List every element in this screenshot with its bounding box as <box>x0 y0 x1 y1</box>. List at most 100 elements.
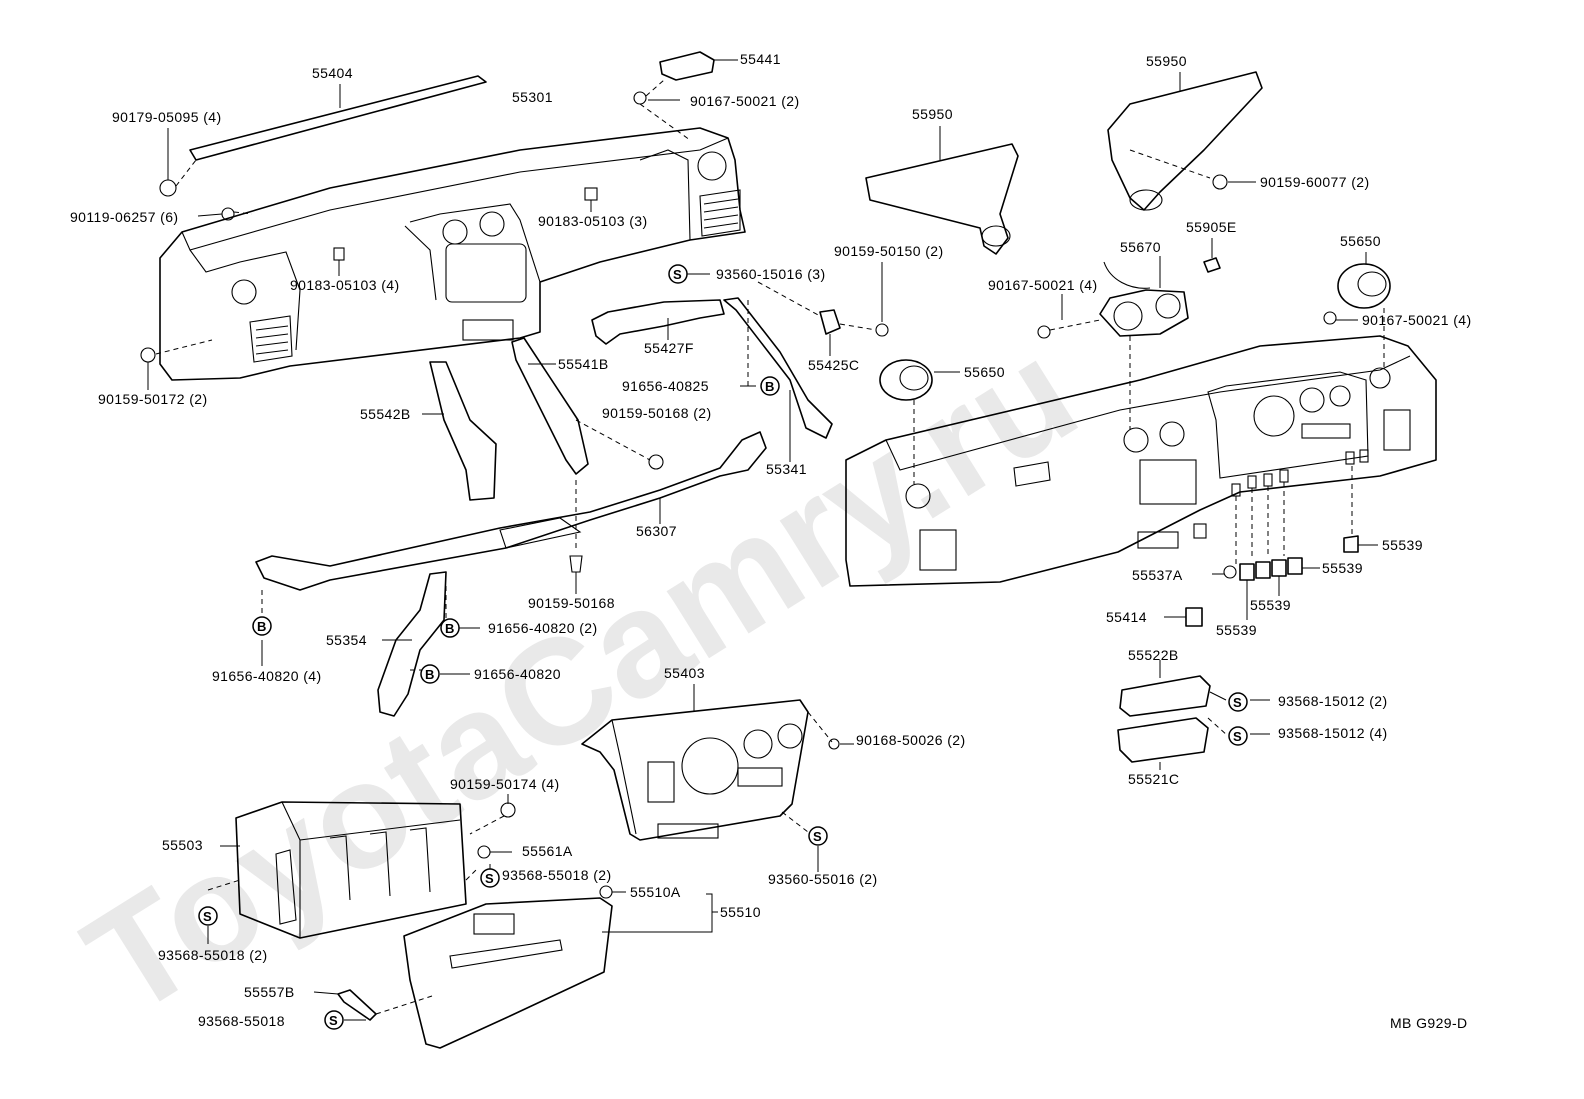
label-55301: 55301 <box>512 89 553 105</box>
label-93568-55018-2b: 93568-55018 (2) <box>158 947 268 963</box>
label-55539-b: 55539 <box>1322 560 1363 576</box>
label-93568-15012-2: 93568-15012 (2) <box>1278 693 1388 709</box>
label-90183-05103-3: 90183-05103 (3) <box>538 213 648 229</box>
label-55539-d: 55539 <box>1216 622 1257 638</box>
label-55541B: 55541B <box>558 356 609 372</box>
label-90179-05095: 90179-05095 (4) <box>112 109 222 125</box>
heater-control-55670 <box>1037 238 1221 430</box>
bracket-55341 <box>723 281 833 462</box>
label-90159-50168-2: 90159-50168 (2) <box>602 405 712 421</box>
diagram-code: MB G929-D <box>1390 1015 1468 1031</box>
top-strip-55404 <box>189 75 487 161</box>
brace-55354 <box>261 571 447 717</box>
svg-text:S: S <box>329 1013 338 1028</box>
svg-text:B: B <box>425 667 434 682</box>
badge-s-93568-15012-2: S <box>1228 692 1248 712</box>
svg-text:B: B <box>257 619 266 634</box>
label-91656-40820-2: 91656-40820 (2) <box>488 620 598 636</box>
label-93560-55016: 93560-55016 (2) <box>768 871 878 887</box>
label-55341: 55341 <box>766 461 807 477</box>
label-55537A: 55537A <box>1132 567 1183 583</box>
svg-text:S: S <box>203 909 212 924</box>
dashboard-panel-55301 <box>159 127 746 381</box>
label-55425C: 55425C <box>808 357 859 373</box>
vent-55650-left <box>879 359 960 484</box>
glove-door-55510 <box>313 885 718 1049</box>
label-90167-50021-4b: 90167-50021 (4) <box>1362 312 1472 328</box>
vent-duct-55950-left <box>865 126 1019 255</box>
svg-text:S: S <box>1233 695 1242 710</box>
vent-55650-right <box>1323 252 1391 370</box>
badge-b-91656-40820-4: B <box>252 616 272 636</box>
bracket-55541B <box>511 337 664 475</box>
svg-text:B: B <box>445 621 454 636</box>
label-55521C: 55521C <box>1128 771 1179 787</box>
label-56307: 56307 <box>636 523 677 539</box>
label-55670: 55670 <box>1120 239 1161 255</box>
label-90167-50021-4a: 90167-50021 (4) <box>988 277 1098 293</box>
badges: S B B B B S S S S S S <box>198 264 1248 1030</box>
label-55650-left: 55650 <box>964 364 1005 380</box>
bezels-55522B-55521C <box>1117 660 1229 770</box>
svg-text:S: S <box>673 267 682 282</box>
clip-55441 <box>633 51 738 141</box>
glove-box-55503 <box>207 794 516 944</box>
label-93560-15016: 93560-15016 (3) <box>716 266 826 282</box>
label-55557B: 55557B <box>244 984 295 1000</box>
svg-text:S: S <box>1233 729 1242 744</box>
bracket-55427F <box>591 299 725 345</box>
badge-b-91656-40820-2: B <box>440 618 460 638</box>
badge-s-93560-15016: S <box>668 264 688 284</box>
svg-text:S: S <box>813 829 822 844</box>
label-90159-50174: 90159-50174 (4) <box>450 776 560 792</box>
label-93568-55018-2a: 93568-55018 (2) <box>502 867 612 883</box>
label-55354: 55354 <box>326 632 367 648</box>
label-55539-a: 55539 <box>1382 537 1423 553</box>
label-90159-50168: 90159-50168 <box>528 595 615 611</box>
label-55950-left: 55950 <box>912 106 953 122</box>
label-90159-50172: 90159-50172 (2) <box>98 391 208 407</box>
label-55414: 55414 <box>1106 609 1147 625</box>
reinforcement-56307 <box>255 431 767 594</box>
svg-text:S: S <box>485 871 494 886</box>
label-55404: 55404 <box>312 65 353 81</box>
label-55403: 55403 <box>664 665 705 681</box>
label-91656-40820: 91656-40820 <box>474 666 561 682</box>
label-55510A: 55510A <box>630 884 681 900</box>
label-55510: 55510 <box>720 904 761 920</box>
label-90168-50026: 90168-50026 (2) <box>856 732 966 748</box>
label-55427F: 55427F <box>644 340 694 356</box>
label-55950-right: 55950 <box>1146 53 1187 69</box>
label-91656-40825: 91656-40825 <box>622 378 709 394</box>
label-91656-40820-4: 91656-40820 (4) <box>212 668 322 684</box>
label-55539-c: 55539 <box>1250 597 1291 613</box>
part-labels: 55404 55301 55441 90167-50021 (2) 90179-… <box>70 51 1472 1031</box>
badge-s-93560-55016: S <box>808 826 828 846</box>
label-55542B: 55542B <box>360 406 411 422</box>
badge-b-91656-40820: B <box>420 664 440 684</box>
vent-duct-55950-right <box>1107 71 1263 211</box>
label-55905E: 55905E <box>1186 219 1237 235</box>
label-93568-55018: 93568-55018 <box>198 1013 285 1029</box>
badge-s-93568-15012-4: S <box>1228 726 1248 746</box>
svg-text:B: B <box>765 379 774 394</box>
label-90159-60077: 90159-60077 (2) <box>1260 174 1370 190</box>
bracket-55542B <box>422 361 497 501</box>
label-90159-50150: 90159-50150 (2) <box>834 243 944 259</box>
cluster-bezel-55403 <box>581 684 854 872</box>
badge-s-93568-55018-2b: S <box>198 906 218 926</box>
label-55503: 55503 <box>162 837 203 853</box>
label-55441: 55441 <box>740 51 781 67</box>
clip-55425C <box>819 262 889 356</box>
badge-b-91656-40825: B <box>760 376 780 396</box>
label-55650-right: 55650 <box>1340 233 1381 249</box>
label-90119-06257: 90119-06257 (6) <box>70 209 178 225</box>
badge-s-93568-55018: S <box>324 1010 344 1030</box>
label-55522B: 55522B <box>1128 647 1179 663</box>
screws-left <box>140 128 598 390</box>
label-55561A: 55561A <box>522 843 573 859</box>
label-90167-50021-2: 90167-50021 (2) <box>690 93 800 109</box>
switch-cluster <box>1164 466 1378 627</box>
